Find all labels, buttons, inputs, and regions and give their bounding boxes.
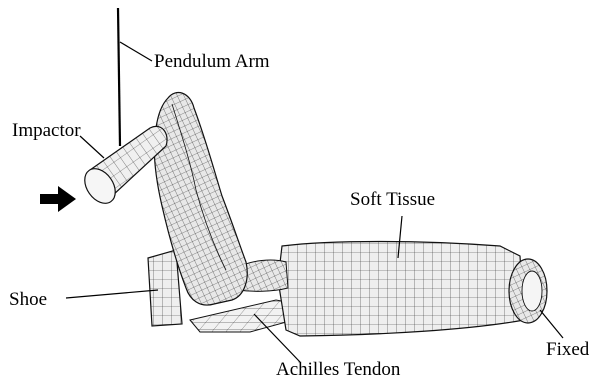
shoe-label: Shoe xyxy=(9,290,47,309)
fixed-leader xyxy=(540,310,563,338)
impactor-leader xyxy=(80,136,104,158)
pendulum-arm-leader xyxy=(120,42,152,61)
pendulum-arm-label: Pendulum Arm xyxy=(154,52,270,71)
shoe-leader xyxy=(66,290,158,298)
pendulum-arm-rod xyxy=(118,8,120,146)
soft-tissue-mesh xyxy=(278,242,524,337)
fixed-end-face xyxy=(522,271,542,311)
achilles-tendon-label: Achilles Tendon xyxy=(276,360,400,379)
impactor-label: Impactor xyxy=(12,121,81,140)
impact-direction-arrow xyxy=(40,186,76,212)
soft-tissue-label: Soft Tissue xyxy=(350,190,435,209)
fixed-label: Fixed xyxy=(546,340,589,359)
impactor-mesh xyxy=(78,126,167,209)
